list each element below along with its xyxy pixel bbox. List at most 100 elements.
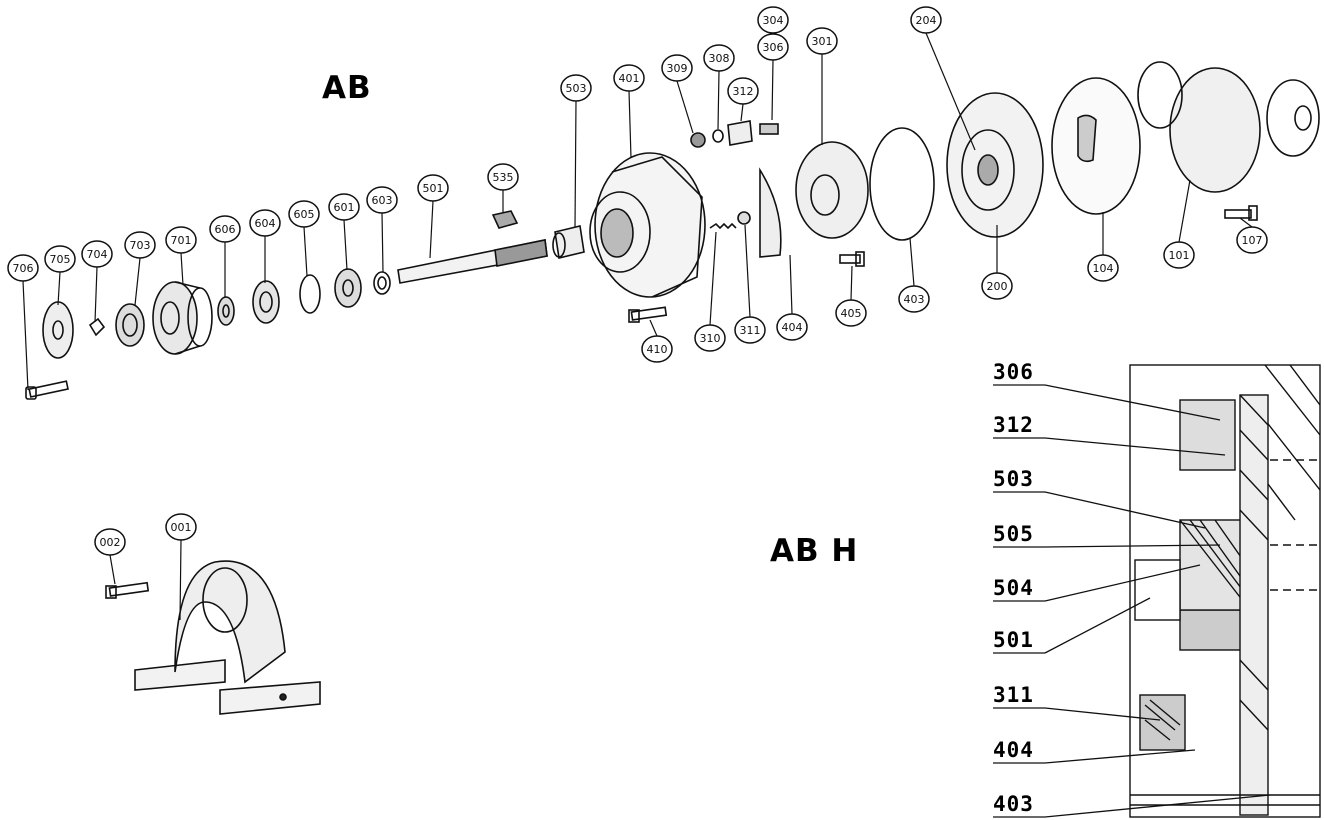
coupling-503-drawing (552, 225, 585, 259)
callout-604: 604 (249, 209, 281, 283)
leader-line-405 (850, 265, 853, 301)
callout-312: 312 (727, 77, 759, 122)
leader-line-401 (628, 90, 632, 159)
callout-circle-309 (661, 54, 693, 82)
leader-line-706 (22, 280, 29, 391)
leader-line-404 (789, 254, 793, 315)
leader-line-001 (179, 539, 182, 621)
section-view-title: AB H (770, 533, 859, 569)
callout-405: 405 (835, 265, 867, 327)
leader-line-309 (676, 80, 694, 134)
callout-204: 204 (910, 6, 976, 151)
callout-403: 403 (898, 237, 930, 313)
section-label-505: 505 (993, 522, 1034, 546)
callout-text-405: 405 (841, 307, 862, 320)
callout-text-002: 002 (100, 536, 121, 549)
leader-line-410 (649, 319, 658, 337)
callout-circle-200 (981, 272, 1013, 300)
leader-line-002 (109, 554, 116, 585)
callout-308: 308 (703, 44, 735, 130)
callout-text-410: 410 (647, 343, 668, 356)
callout-410: 410 (641, 319, 673, 363)
callout-circle-601 (328, 193, 360, 221)
pedestal-001-drawing (134, 560, 321, 715)
callout-304: 304 (757, 6, 789, 34)
section-label-312: 312 (993, 413, 1034, 437)
callout-310: 310 (694, 231, 726, 352)
callout-circle-706 (7, 254, 39, 282)
flange-705-drawing (42, 301, 74, 359)
callout-circle-312 (727, 77, 759, 105)
section-label-501: 501 (993, 628, 1034, 652)
callout-circle-405 (835, 299, 867, 327)
callout-circle-503 (560, 74, 592, 102)
pin-311-drawing (737, 211, 751, 225)
leader-line-403 (909, 237, 915, 287)
housing-401-drawing (589, 152, 706, 298)
callout-text-501: 501 (423, 182, 444, 195)
oring-403-drawing (869, 127, 935, 241)
leader-line-101 (1178, 179, 1191, 243)
callout-306: 306 (757, 33, 789, 121)
leader-line-705 (57, 271, 61, 306)
section-view-drawing (1129, 364, 1321, 818)
callout-701: 701 (165, 226, 197, 286)
leader-line-605 (303, 226, 308, 277)
callout-circle-703 (124, 231, 156, 259)
callout-503: 503 (560, 74, 592, 228)
callout-text-605: 605 (294, 208, 315, 221)
callout-text-200: 200 (987, 280, 1008, 293)
bolt-002-drawing (105, 581, 150, 599)
pin-306-drawing (759, 123, 779, 135)
leader-line-306 (771, 59, 774, 121)
callout-circle-603 (366, 186, 398, 214)
seal-604-drawing (252, 280, 280, 324)
callout-401: 401 (613, 64, 645, 159)
leader-line-703 (134, 257, 141, 306)
callout-535: 535 (487, 163, 519, 212)
callout-circle-705 (44, 245, 76, 273)
callout-circle-306 (757, 33, 789, 61)
callout-text-706: 706 (13, 262, 34, 275)
key-535-drawing (491, 210, 519, 229)
callout-706: 706 (7, 254, 39, 391)
callout-circle-404 (776, 313, 808, 341)
leader-line-204 (925, 32, 976, 151)
callout-501: 501 (417, 174, 449, 259)
leader-line-603 (381, 212, 384, 273)
section-label-503: 503 (993, 467, 1034, 491)
callout-text-101: 101 (1169, 249, 1190, 262)
callout-text-601: 601 (334, 201, 355, 214)
callout-circle-605 (288, 200, 320, 228)
callout-002: 002 (94, 528, 126, 585)
callout-309: 309 (661, 54, 694, 134)
section-label-306: 306 (993, 360, 1034, 384)
callout-text-606: 606 (215, 223, 236, 236)
callout-circle-104 (1087, 254, 1119, 282)
spring-310-drawing (709, 222, 737, 230)
leader-line-701 (180, 252, 184, 286)
section-leader-lines (993, 384, 1271, 818)
clip-704-drawing (88, 317, 106, 337)
callout-circle-310 (694, 324, 726, 352)
callout-circle-308 (703, 44, 735, 72)
callout-circle-301 (806, 27, 838, 55)
callout-text-304: 304 (763, 14, 784, 27)
callout-text-703: 703 (130, 239, 151, 252)
callout-text-301: 301 (812, 35, 833, 48)
leader-line-501 (429, 200, 434, 259)
callout-605: 605 (288, 200, 320, 277)
leader-line-311 (744, 224, 751, 318)
leader-line-308 (717, 70, 720, 130)
callout-603: 603 (366, 186, 398, 273)
callout-circle-403 (898, 285, 930, 313)
callout-circle-304 (757, 6, 789, 34)
callout-301: 301 (806, 27, 838, 145)
leader-line-601 (343, 219, 348, 271)
callout-circle-401 (613, 64, 645, 92)
callout-311: 311 (734, 224, 766, 344)
block-312-drawing (727, 120, 753, 146)
cover-101-drawing (1137, 61, 1320, 193)
callout-text-401: 401 (619, 72, 640, 85)
